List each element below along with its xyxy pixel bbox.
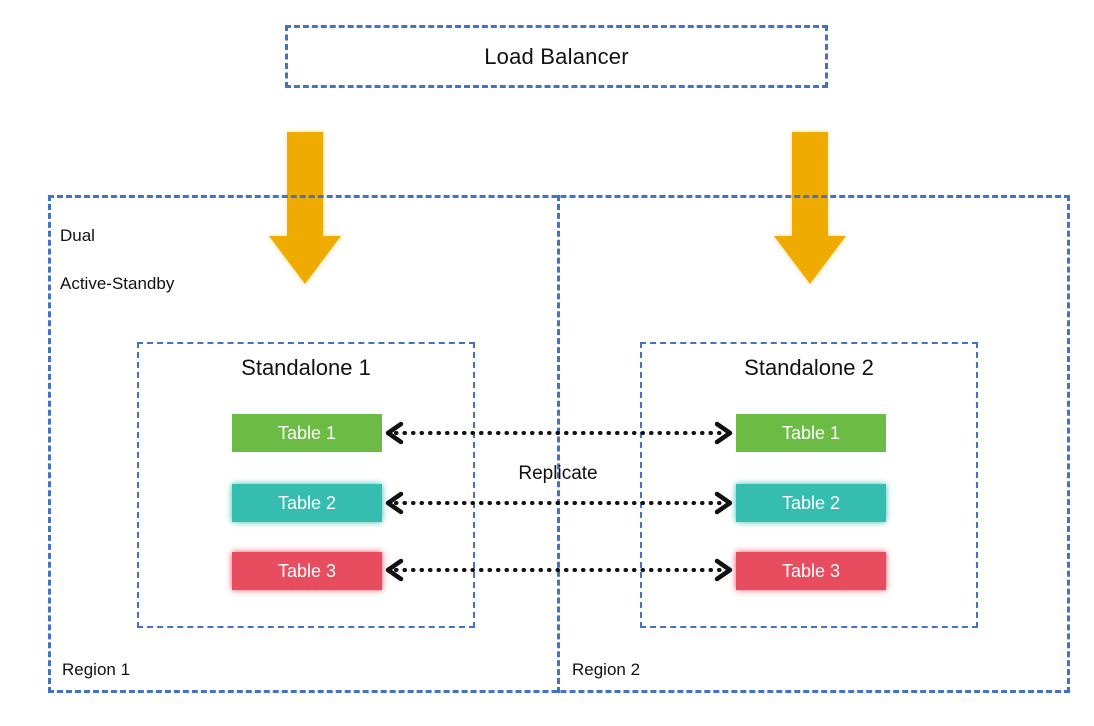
standalone-2-table-3: Table 3 [736, 552, 886, 590]
standalone-1-box: Standalone 1 [137, 342, 475, 628]
region-divider-line [557, 195, 560, 693]
standalone-1-table-2: Table 2 [232, 484, 382, 522]
load-balancer-box: Load Balancer [285, 25, 828, 88]
down-arrow-left-svg [269, 132, 341, 284]
standalone-2-title: Standalone 2 [744, 355, 874, 380]
standalone-2-table-1: Table 1 [736, 414, 886, 452]
dual-active-standby-label: Dual Active-Standby [60, 200, 174, 320]
down-arrow-right-svg [774, 132, 846, 284]
down-arrow-shape [269, 132, 341, 284]
down-arrow-icon [770, 132, 850, 284]
region-2-label: Region 2 [572, 660, 641, 679]
standalone-2-table-2: Table 2 [736, 484, 886, 522]
standalone-1-table-1: Table 1 [232, 414, 382, 452]
group-label-line1: Dual [60, 226, 95, 245]
standalone-1-table-3: Table 3 [232, 552, 382, 590]
down-arrow-icon [265, 132, 345, 284]
region-1-label: Region 1 [62, 660, 131, 679]
group-label-line2: Active-Standby [60, 274, 175, 293]
standalone-2-box: Standalone 2 [640, 342, 978, 628]
down-arrow-shape [774, 132, 846, 284]
standalone-1-title: Standalone 1 [241, 355, 371, 380]
replicate-label: Replicate [518, 463, 598, 484]
load-balancer-label: Load Balancer [484, 43, 629, 69]
